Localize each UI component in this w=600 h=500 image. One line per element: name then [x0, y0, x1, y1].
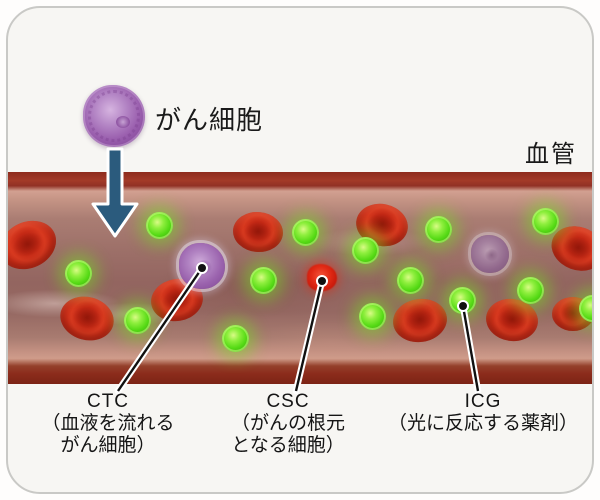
cancer-cell-label: がん細胞 [155, 105, 264, 135]
icg-dot [64, 259, 92, 287]
icg-dot [221, 324, 249, 352]
blood-vessel [8, 172, 592, 384]
red-blood-cell [231, 209, 285, 255]
icg-dot [291, 218, 319, 246]
ctc-desc-line2: がん細胞） [60, 435, 156, 456]
ctc-title: CTC [86, 391, 130, 412]
ctc-cell [179, 243, 225, 289]
icg-dot [358, 302, 386, 330]
red-blood-cell [8, 211, 65, 279]
icg-title: ICG [464, 391, 502, 412]
ctc-desc-line1: （血液を流れる [41, 413, 175, 434]
icg-dot [448, 286, 476, 314]
icg-dot [123, 306, 151, 334]
icg-dot [351, 236, 379, 264]
csc-desc-line2: となる細胞） [231, 435, 345, 456]
icg-desc-line1: （光に反応する薬剤） [387, 413, 578, 434]
ctc-cell [471, 235, 509, 273]
annotation-ctc: CTC （血液を流れる がん細胞） [18, 391, 198, 457]
vessel-contents [8, 172, 592, 384]
icg-dot [145, 211, 173, 239]
vessel-label: 血管 [525, 141, 577, 168]
csc-desc-line1: （がんの根元 [230, 413, 345, 434]
csc-cell [307, 263, 337, 291]
icg-dot [578, 294, 592, 322]
illustration-card: がん細胞 血管 CTC （血液を流れる がん細胞） CSC （がんの根元 となる… [6, 6, 594, 494]
annotation-icg: ICG （光に反応する薬剤） [376, 391, 590, 435]
red-blood-cell [55, 290, 119, 346]
icg-dot [249, 266, 277, 294]
icg-dot [531, 207, 559, 235]
icg-dot [424, 215, 452, 243]
cancer-cell-icon [83, 85, 145, 147]
icg-dot [516, 276, 544, 304]
icg-dot [396, 266, 424, 294]
csc-title: CSC [266, 391, 310, 412]
annotation-csc: CSC （がんの根元 となる細胞） [198, 391, 378, 457]
red-blood-cell [390, 294, 450, 346]
